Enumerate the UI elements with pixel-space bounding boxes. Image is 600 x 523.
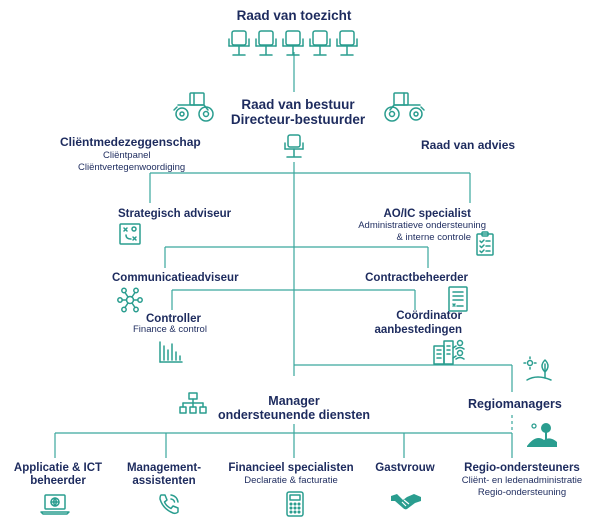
calculator-icon (286, 491, 304, 517)
raad-van-bestuur-label: Raad van bestuur (241, 97, 355, 112)
aoic-specialist-label: AO/IC specialist (383, 208, 471, 220)
aanbestedingen-label: aanbestedingen (374, 324, 462, 336)
tractor-icon-right (384, 92, 425, 122)
regio-ondersteuners-label: Regio-ondersteuners (464, 462, 580, 474)
ict-beheerder-label: beheerder (30, 475, 86, 487)
strategy-board-icon (119, 223, 141, 245)
communicatieadviseur-label: Communicatieadviseur (112, 272, 239, 284)
directeur-bestuurder-label: Directeur-bestuurder (230, 112, 366, 127)
tractor-icon (173, 92, 214, 122)
office-chair-icon (284, 134, 304, 158)
landscape-icon (527, 423, 557, 447)
management-label: Management- (126, 462, 202, 474)
coordinator-label: Coördinator (396, 310, 462, 322)
clientvertegenwoordiging-label: Cliëntvertegenwoordiging (78, 162, 186, 173)
network-icon (117, 287, 143, 313)
aoic-sub1-label: Administratieve ondersteuning (358, 220, 486, 231)
regiomanagers-label: Regiomanagers (468, 397, 562, 411)
strategisch-adviseur-label: Strategisch adviseur (118, 208, 232, 220)
checklist-icon (476, 231, 494, 256)
financieel-sub-label: Declaratie & facturatie (244, 475, 338, 486)
financieel-specialisten-label: Financieel specialisten (228, 462, 354, 474)
raad-van-toezicht-label: Raad van toezicht (236, 8, 352, 23)
contract-icon (448, 286, 468, 312)
ondersteunende-diensten-label: ondersteunende diensten (217, 408, 371, 422)
clientpanel-label: Cliëntpanel (103, 150, 151, 161)
controller-sub-label: Finance & control (133, 324, 207, 335)
controller-label: Controller (146, 313, 201, 325)
assistenten-label: assistenten (132, 475, 196, 487)
applicatie-label: Applicatie & ICT (13, 462, 103, 474)
regio-sub2-label: Regio-ondersteuning (477, 487, 567, 498)
org-structure-icon (179, 392, 207, 414)
sun-tree-icon (523, 356, 552, 381)
manager-label: Manager (268, 394, 320, 408)
chairs-icon (228, 30, 358, 56)
contractbeheerder-label: Contractbeheerder (365, 272, 468, 284)
raad-van-advies-label: Raad van advies (421, 138, 516, 152)
clientmedezeggenschap-label: Cliëntmedezeggenschap (60, 135, 201, 149)
phone-icon (159, 494, 179, 515)
bar-chart-icon (159, 341, 183, 363)
buildings-people-icon (433, 339, 465, 365)
gastvrouw-label: Gastvrouw (375, 462, 435, 474)
laptop-globe-icon (40, 494, 70, 515)
aoic-sub2-label: & interne controle (396, 232, 471, 243)
handshake-icon (391, 494, 421, 510)
regio-sub1-label: Cliënt- en ledenadministratie (461, 475, 583, 486)
